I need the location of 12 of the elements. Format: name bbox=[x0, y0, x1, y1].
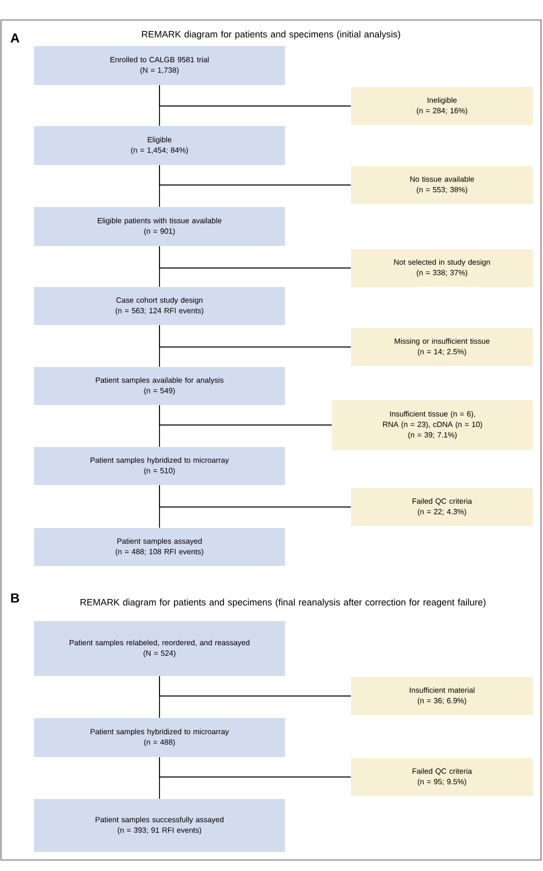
connector-line bbox=[159, 756, 352, 778]
connector-line bbox=[159, 404, 332, 426]
panel-letter: A bbox=[10, 34, 20, 42]
panel-letter: B bbox=[11, 594, 20, 602]
connector-line bbox=[159, 84, 352, 106]
connector-line bbox=[159, 484, 352, 508]
panel-title: REMARK diagram for patients and specimens (initial analysis) bbox=[142, 30, 400, 40]
connector-line bbox=[159, 676, 352, 696]
connector-line bbox=[159, 246, 352, 268]
connector-line bbox=[159, 324, 352, 348]
connector-line bbox=[159, 164, 352, 186]
panel-title: REMARK diagram for patients and specimens (final reanalysis after correction for reagent failure) bbox=[80, 598, 486, 608]
